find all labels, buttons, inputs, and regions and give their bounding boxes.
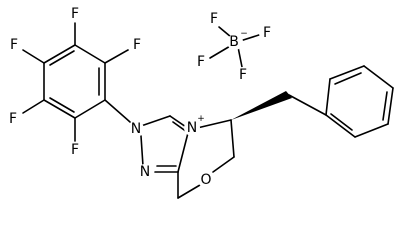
wedge-bond	[231, 91, 292, 120]
atom-label: B	[229, 34, 239, 50]
atom-label: F	[71, 142, 79, 158]
double-bond	[382, 91, 388, 121]
fluorine-atom: F	[129, 37, 145, 53]
fluorine-atom: F	[259, 25, 275, 41]
nitrogen-cation-atom: N +	[184, 114, 205, 136]
atom-label: F	[239, 67, 247, 83]
atom-labels: F F F F F N N N +	[5, 6, 275, 188]
bond	[22, 49, 45, 64]
fluorine-atom: F	[67, 142, 83, 158]
nitrogen-atom: N	[128, 121, 144, 137]
fluorine-atom: F	[193, 54, 209, 70]
bond	[74, 99, 106, 119]
molecule-drawing: F F F F F N N N +	[5, 6, 394, 199]
bond	[177, 184, 201, 199]
double-bond	[330, 113, 353, 131]
bond	[230, 119, 235, 158]
atom-label: N	[187, 120, 197, 136]
atom-label: N	[140, 164, 150, 180]
oxygen-atom: O	[198, 172, 214, 188]
bond	[325, 114, 356, 138]
charge-label: +	[197, 114, 205, 124]
double-bond	[334, 72, 362, 85]
fluorine-atom: F	[235, 67, 251, 83]
boron-atom: B −	[227, 29, 248, 50]
atom-label: F	[210, 11, 218, 27]
double-bond	[49, 50, 75, 66]
bond	[325, 78, 331, 116]
fluorine-atom: F	[206, 11, 222, 27]
charge-label: −	[240, 29, 248, 39]
fluorine-atom: F	[67, 6, 83, 22]
bond	[43, 99, 76, 119]
bond	[43, 44, 76, 64]
bond	[140, 135, 144, 167]
atom-label: F	[197, 54, 205, 70]
bond	[196, 119, 232, 129]
bond	[104, 99, 131, 123]
atom-label: F	[133, 37, 141, 53]
fluorine-atom: F	[6, 37, 22, 53]
pentafluorophenyl-ring	[22, 22, 131, 142]
bond	[212, 156, 235, 173]
bond	[104, 49, 129, 64]
bond	[363, 65, 394, 89]
bond	[177, 128, 190, 173]
double-bond	[49, 97, 75, 113]
atom-label: F	[9, 111, 17, 127]
nitrogen-atom: N	[137, 164, 153, 180]
bond	[329, 65, 365, 80]
bond	[74, 44, 106, 64]
atom-label: F	[71, 6, 79, 22]
triazolium-ring	[140, 115, 190, 173]
atom-label: N	[131, 121, 141, 137]
bond	[288, 94, 327, 116]
atom-label: O	[200, 172, 211, 188]
bond	[387, 87, 394, 125]
bond	[354, 123, 389, 138]
fluorine-atom: F	[5, 111, 21, 127]
atom-label: F	[10, 37, 18, 53]
bond	[22, 99, 45, 114]
bond	[140, 115, 171, 127]
benzyl-group	[231, 65, 394, 138]
structure-svg: F F F F F N N N +	[5, 6, 394, 199]
atom-label: F	[263, 25, 271, 41]
oxazine-ring	[177, 119, 235, 199]
